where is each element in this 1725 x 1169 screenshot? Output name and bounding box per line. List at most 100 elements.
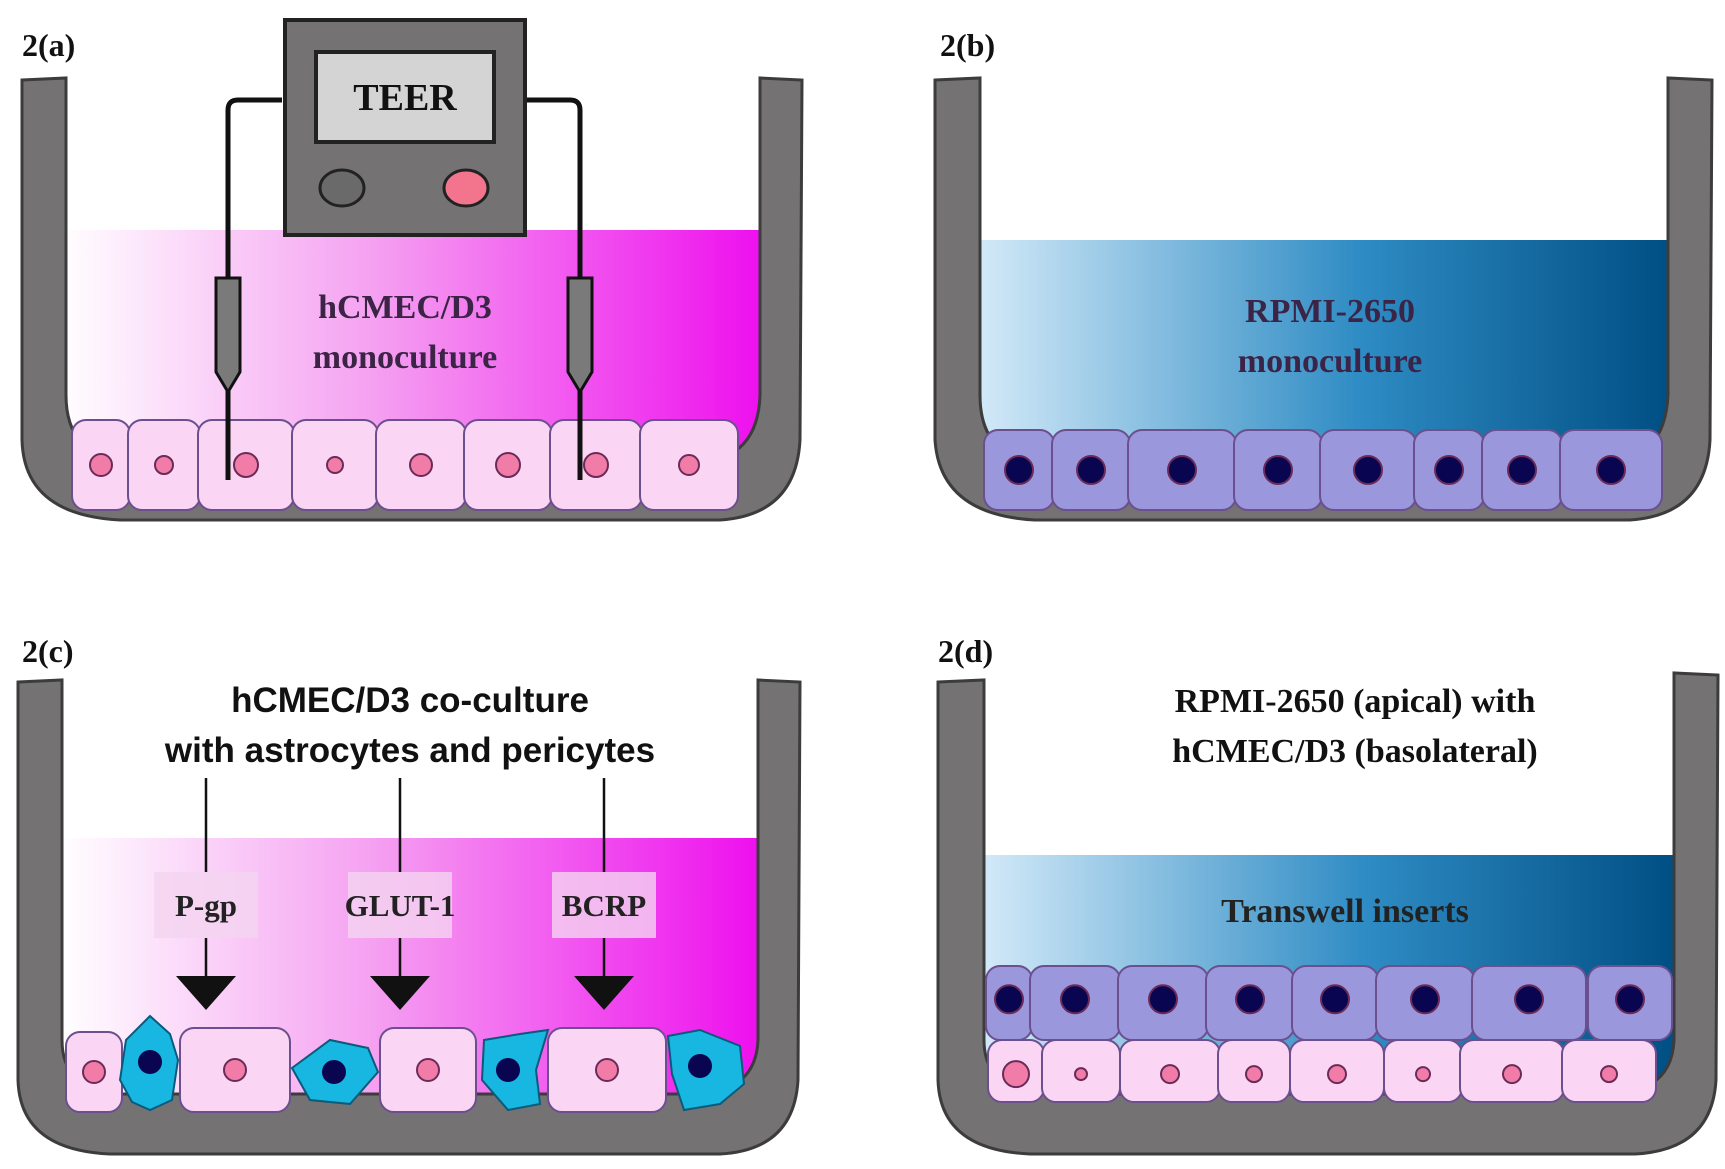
epithelial-cell-b-1 xyxy=(983,429,1055,511)
epithelial-cell-d-1-nucleus xyxy=(994,984,1024,1015)
epithelial-cell-d-8-nucleus xyxy=(1615,984,1645,1015)
endothelial-cell-a-6 xyxy=(463,419,553,511)
endothelial-cell-a-7 xyxy=(549,419,643,511)
endothelial-cell-c-2 xyxy=(179,1027,291,1113)
glial-cell-c-1-nucleus xyxy=(138,1050,162,1074)
panel-d: 2(d) RPMI-2650 (apical) with hCMEC/D3 (b… xyxy=(936,633,1720,1156)
glial-cell-c-4 xyxy=(666,1028,746,1112)
transporter-marker-1: P-gp xyxy=(154,778,258,1010)
epithelial-cell-b-3 xyxy=(1127,429,1237,511)
endothelial-cell-a-8 xyxy=(639,419,739,511)
epithelial-cell-b-8 xyxy=(1559,429,1663,511)
panel-b-title-line1: RPMI-2650 xyxy=(1245,293,1415,330)
endothelial-cell-d-8 xyxy=(1561,1039,1657,1103)
epithelial-cell-b-8-nucleus xyxy=(1596,455,1626,485)
endothelial-cell-a-5 xyxy=(375,419,467,511)
teer-display xyxy=(314,50,496,144)
transporter-label-box-2 xyxy=(348,872,452,938)
epithelial-cell-d-3 xyxy=(1117,965,1209,1041)
endothelial-cell-d-3-nucleus xyxy=(1160,1064,1180,1085)
transporter-label-box-3 xyxy=(552,872,656,938)
epithelial-cell-b-2 xyxy=(1051,429,1131,511)
epithelial-cell-d-5 xyxy=(1291,965,1379,1041)
panel-c-title-line2: with astrocytes and pericytes xyxy=(164,731,655,770)
endothelial-cell-a-2 xyxy=(127,419,201,511)
epithelial-cell-d-8 xyxy=(1587,965,1673,1041)
endothelial-cell-layer-a xyxy=(71,419,739,511)
teer-meter: TEER xyxy=(214,18,594,480)
endothelial-cell-c-1 xyxy=(65,1031,123,1113)
endothelial-cell-d-2-nucleus xyxy=(1074,1067,1088,1082)
transporter-marker-3: BCRP xyxy=(552,778,656,1010)
panel-b: 2(b) RPMI-2650 monoculture xyxy=(933,27,1714,522)
epithelial-cell-b-1-nucleus xyxy=(1004,455,1034,485)
epithelial-cell-b-4-nucleus xyxy=(1263,455,1293,485)
teer-electrode-right xyxy=(566,276,594,395)
endothelial-cell-layer-d xyxy=(987,1039,1657,1103)
epithelial-cell-d-6-nucleus xyxy=(1410,984,1440,1015)
endothelial-cell-d-7-nucleus xyxy=(1502,1064,1522,1085)
transporter-label-1: P-gp xyxy=(175,888,237,923)
endothelial-cell-c-2-nucleus xyxy=(223,1058,247,1082)
endothelial-cell-a-4 xyxy=(291,419,379,511)
glial-cell-c-1 xyxy=(118,1014,180,1112)
endothelial-cell-a-2-nucleus xyxy=(154,455,174,475)
epithelial-cell-d-4 xyxy=(1205,965,1295,1041)
epithelial-cell-d-4-nucleus xyxy=(1235,984,1265,1015)
epithelial-cell-layer-b xyxy=(983,429,1663,511)
endothelial-cell-d-6-nucleus xyxy=(1415,1066,1431,1083)
panel-d-title-line2: hCMEC/D3 (basolateral) xyxy=(1172,733,1537,770)
endothelial-cell-d-5 xyxy=(1289,1039,1385,1103)
endothelial-cell-d-6 xyxy=(1383,1039,1463,1103)
transporter-label-2: GLUT-1 xyxy=(345,888,456,923)
endothelial-cell-a-1-nucleus xyxy=(89,453,113,477)
endothelial-cell-c-4-nucleus xyxy=(595,1058,619,1082)
epithelial-cell-b-7-nucleus xyxy=(1507,455,1537,485)
panel-c-label: 2(c) xyxy=(22,633,74,669)
transporter-arrowhead-3 xyxy=(574,976,634,1010)
glial-cell-c-2-nucleus xyxy=(322,1060,346,1084)
epithelial-cell-b-6-nucleus xyxy=(1434,455,1464,485)
endothelial-cell-d-7 xyxy=(1459,1039,1565,1103)
endothelial-cell-d-3 xyxy=(1119,1039,1221,1103)
endothelial-cell-d-4 xyxy=(1217,1039,1291,1103)
epithelial-cell-b-3-nucleus xyxy=(1167,455,1197,485)
panel-a-title-line2: monoculture xyxy=(313,339,497,376)
panel-c-title-line1: hCMEC/D3 co-culture xyxy=(231,681,589,720)
epithelial-cell-d-3-nucleus xyxy=(1148,984,1178,1015)
teer-label: TEER xyxy=(353,77,457,119)
endothelial-cell-d-2 xyxy=(1041,1039,1121,1103)
panel-a-label: 2(a) xyxy=(22,27,75,63)
endothelial-cell-a-4-nucleus xyxy=(326,456,344,474)
endothelial-cell-a-1 xyxy=(71,419,131,511)
endothelial-cell-c-1-nucleus xyxy=(82,1060,106,1084)
transporter-marker-2: GLUT-1 xyxy=(345,778,456,1010)
transwell-insert-label: Transwell inserts xyxy=(1221,893,1469,930)
endothelial-cell-d-1-nucleus xyxy=(1002,1060,1030,1089)
epithelial-cell-d-5-nucleus xyxy=(1320,984,1350,1015)
panel-b-label: 2(b) xyxy=(940,27,995,63)
epithelial-cell-b-5 xyxy=(1319,429,1417,511)
epithelial-cell-d-6 xyxy=(1375,965,1475,1041)
teer-wire-left xyxy=(225,97,282,480)
endothelial-cell-a-5-nucleus xyxy=(409,453,433,477)
epithelial-cell-d-1 xyxy=(985,965,1033,1041)
epithelial-cell-layer-d xyxy=(985,965,1673,1041)
glial-cell-c-3-nucleus xyxy=(496,1058,520,1082)
endothelial-cell-a-8-nucleus xyxy=(678,454,700,476)
endothelial-cell-d-8-nucleus xyxy=(1600,1065,1618,1084)
teer-electrode-left xyxy=(214,276,242,395)
glial-cell-c-2 xyxy=(290,1038,380,1106)
epithelial-cell-d-2-nucleus xyxy=(1060,984,1090,1015)
transporter-markers: P-gp GLUT-1 BCRP xyxy=(154,778,656,1010)
endothelial-cell-c-3-nucleus xyxy=(416,1058,440,1082)
epithelial-cell-b-2-nucleus xyxy=(1076,455,1106,485)
endothelial-cell-a-7-nucleus xyxy=(583,452,609,478)
teer-wire-right xyxy=(525,97,583,480)
panel-c: 2(c) hCMEC/D3 co-culture with astrocytes… xyxy=(16,633,802,1156)
panel-d-label: 2(d) xyxy=(938,633,993,669)
panel-d-title-line1: RPMI-2650 (apical) with xyxy=(1175,683,1536,720)
panel-a: 2(a) hCMEC/D3 monoculture TEER xyxy=(20,18,804,522)
transporter-arrowhead-2 xyxy=(370,976,430,1010)
